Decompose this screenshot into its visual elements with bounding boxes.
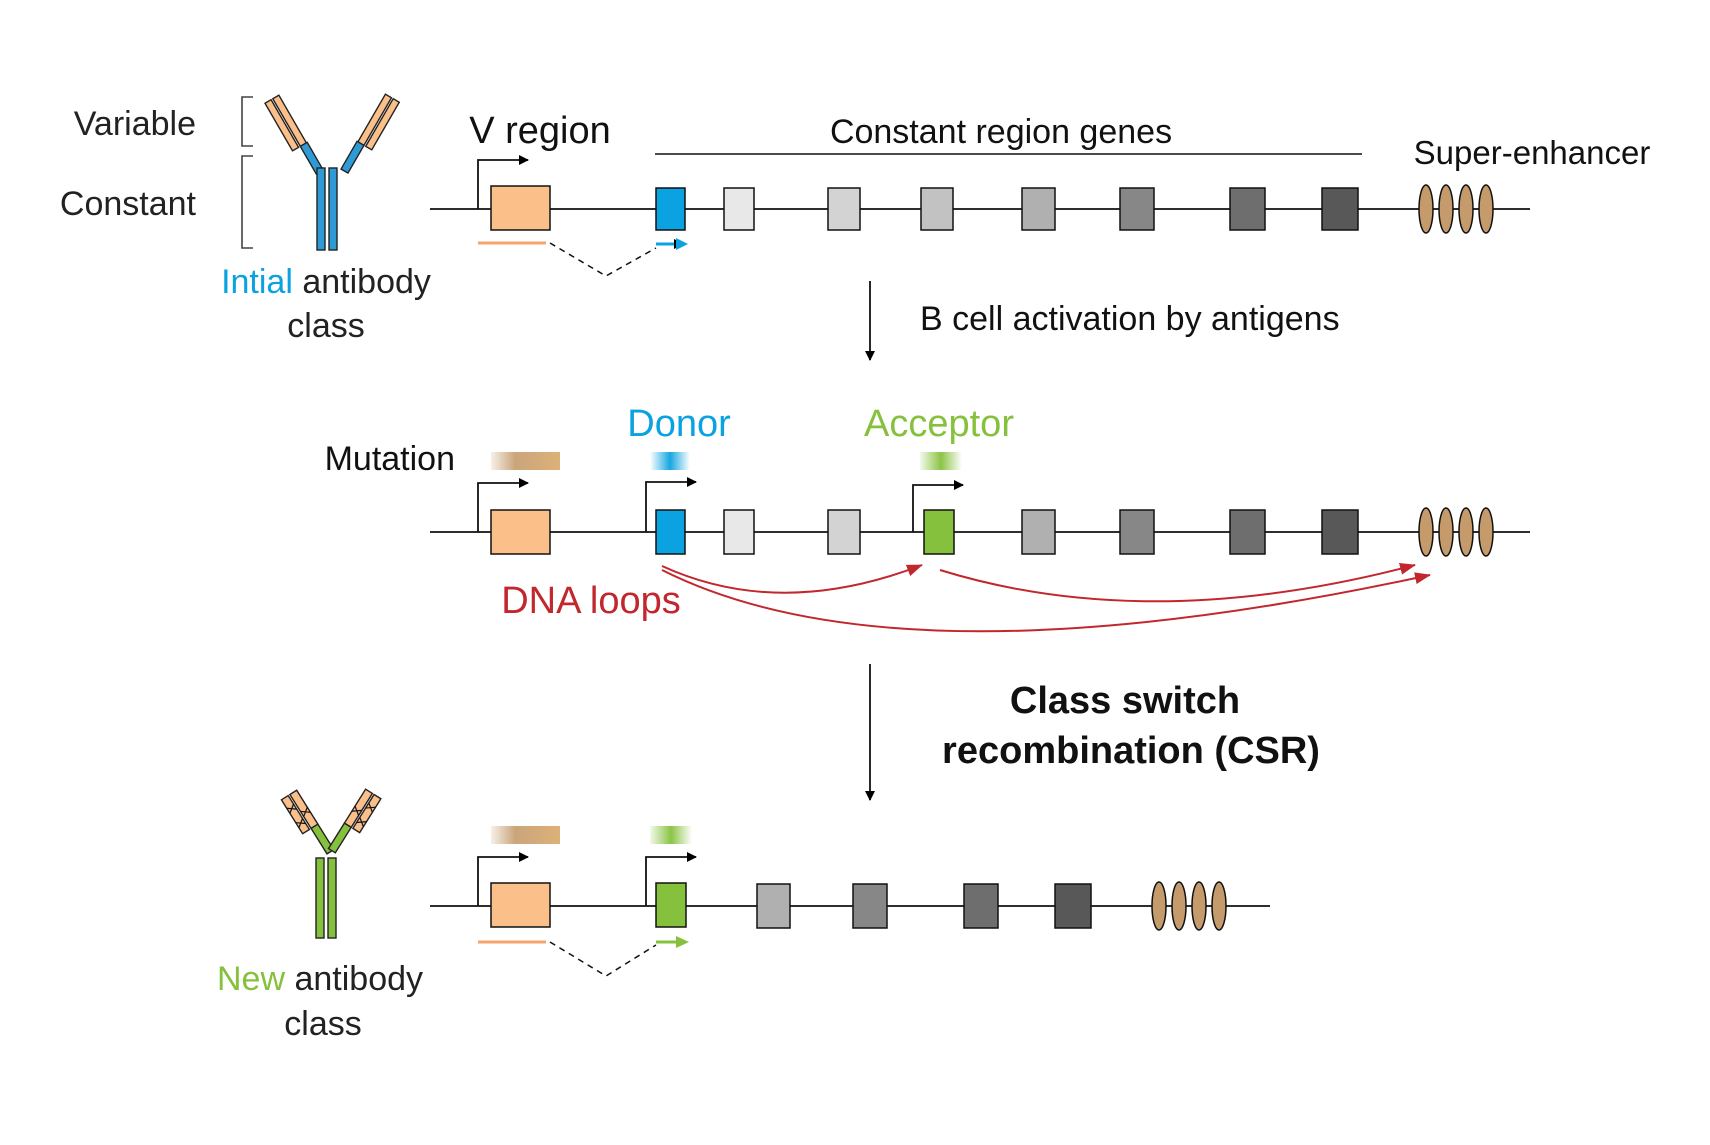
constant-genes-row3 <box>756 883 1092 929</box>
new-class-label: New antibody <box>217 960 423 998</box>
splice-line-row3 <box>549 941 657 977</box>
super-enhancer-label: Super-enhancer <box>1414 134 1651 171</box>
v-region-box <box>490 185 551 231</box>
acceptor-gene-row2 <box>923 509 955 555</box>
antibody-new-icon <box>280 788 382 939</box>
csr-label-line2: recombination (CSR) <box>942 730 1320 772</box>
v-region-box-row2 <box>490 509 551 555</box>
promoter-arrow-icon <box>477 155 529 209</box>
variable-bracket <box>241 96 253 147</box>
dna-loops-label: DNA loops <box>501 580 681 622</box>
new-class-label-line2: class <box>284 1005 361 1043</box>
acceptor-gene-row3 <box>655 882 687 928</box>
promoter-arrow-icon <box>477 852 529 906</box>
donor-gene-row1 <box>655 187 686 231</box>
mutation-bar-v <box>491 452 560 470</box>
csr-label-line1: Class switch <box>1010 680 1240 722</box>
promoter-arrow-icon <box>645 477 697 532</box>
initial-class-label-line2: class <box>287 307 364 345</box>
dna-loops <box>661 563 1431 633</box>
donor-label: Donor <box>627 403 731 445</box>
constant-bracket <box>241 155 253 249</box>
mutation-bar-acceptor-row3 <box>650 826 692 844</box>
super-enhancer-icon <box>1418 184 1494 234</box>
mutation-bar-acceptor <box>920 452 962 470</box>
acceptor-label: Acceptor <box>864 403 1014 445</box>
promoter-arrow-icon <box>477 478 529 532</box>
antibody-initial-icon <box>264 93 401 251</box>
variable-label: Variable <box>74 105 196 143</box>
constant-region-genes-label: Constant region genes <box>830 113 1172 151</box>
v-region-box-row3 <box>490 882 551 928</box>
initial-class-label: Intial antibody <box>221 263 431 301</box>
mutation-label: Mutation <box>325 440 455 478</box>
donor-gene-row2 <box>655 509 686 555</box>
mutation-bar-v-row3 <box>491 826 560 844</box>
super-enhancer-icon <box>1418 507 1494 557</box>
step1-label: B cell activation by antigens <box>920 300 1340 338</box>
mutation-bar-donor <box>650 452 690 470</box>
super-enhancer-icon <box>1151 881 1227 931</box>
constant-genes-row2 <box>723 509 1359 555</box>
splice-line <box>549 242 657 277</box>
v-region-label: V region <box>469 110 611 152</box>
promoter-arrow-icon <box>645 852 697 906</box>
constant-label: Constant <box>60 185 197 223</box>
promoter-arrow-icon <box>912 480 964 532</box>
constant-genes-row1 <box>723 187 1359 231</box>
